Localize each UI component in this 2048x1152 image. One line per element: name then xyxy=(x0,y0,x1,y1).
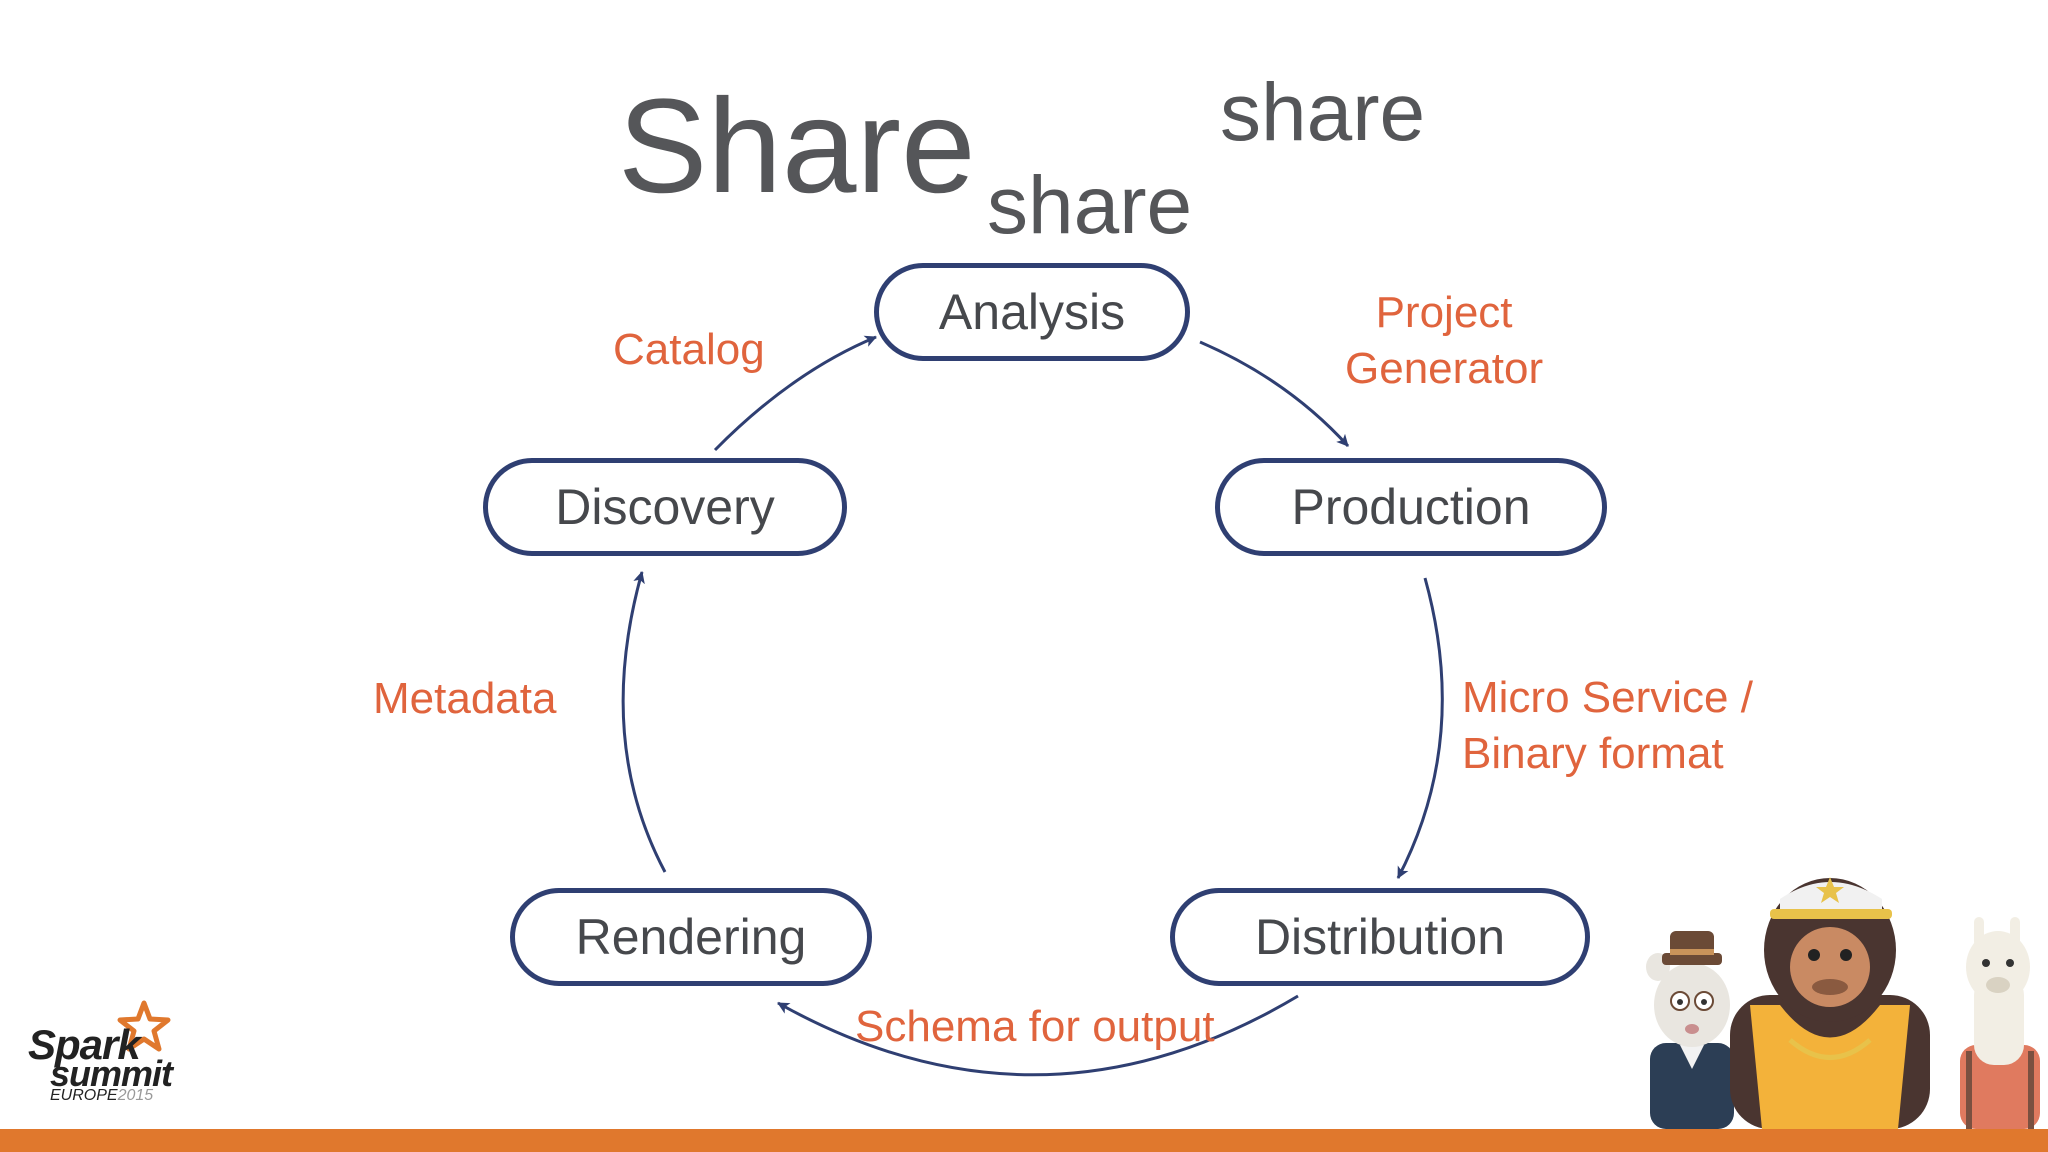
arrow-rendering-to-discovery xyxy=(621,571,667,873)
mascot-characters-illustration xyxy=(1646,877,2040,1129)
label-schema-for-output: Schema for output xyxy=(855,1002,1215,1051)
label-metadata: Metadata xyxy=(373,674,557,723)
gorilla-mascot-icon xyxy=(1730,877,1930,1129)
label-project-generator-line1: Project xyxy=(1375,288,1513,337)
heading-share-top: share xyxy=(1220,67,1426,158)
arrow-analysis-to-production xyxy=(1199,340,1350,448)
label-project-generator-line2: Generator xyxy=(1345,344,1544,393)
arrow-distribution-to-rendering xyxy=(777,994,1299,1077)
heading-share-large: Share xyxy=(618,72,976,221)
heading-share-medium: share xyxy=(987,160,1193,251)
footer-orange-bar xyxy=(0,1129,2048,1152)
logo-spark-text: Spark xyxy=(28,1021,141,1068)
spark-summit-logo: Spark summit EUROPE2015 xyxy=(28,1000,178,1110)
label-micro-service: Micro Service / Binary format xyxy=(1462,670,1753,782)
llama-mascot-icon xyxy=(1960,917,2040,1129)
arrow-discovery-to-analysis xyxy=(713,335,877,452)
node-rendering: Rendering xyxy=(510,888,872,986)
node-analysis: Analysis xyxy=(874,263,1190,361)
rat-mascot-icon xyxy=(1646,931,1734,1129)
node-distribution: Distribution xyxy=(1170,888,1590,986)
arrow-production-to-distribution xyxy=(1396,577,1444,879)
node-discovery: Discovery xyxy=(483,458,847,556)
logo-event-text: EUROPE2015 xyxy=(50,1088,153,1104)
label-micro-service-line2: Binary format xyxy=(1462,729,1724,778)
logo-event-name: EUROPE xyxy=(50,1087,118,1104)
logo-event-year: 2015 xyxy=(117,1087,154,1104)
node-production: Production xyxy=(1215,458,1607,556)
logo-summit-text: summit xyxy=(50,1053,173,1094)
label-micro-service-line1: Micro Service / xyxy=(1462,673,1753,722)
spark-star-icon xyxy=(117,1000,171,1052)
label-catalog: Catalog xyxy=(613,325,765,374)
label-project-generator: Project Generator xyxy=(1345,285,1543,397)
